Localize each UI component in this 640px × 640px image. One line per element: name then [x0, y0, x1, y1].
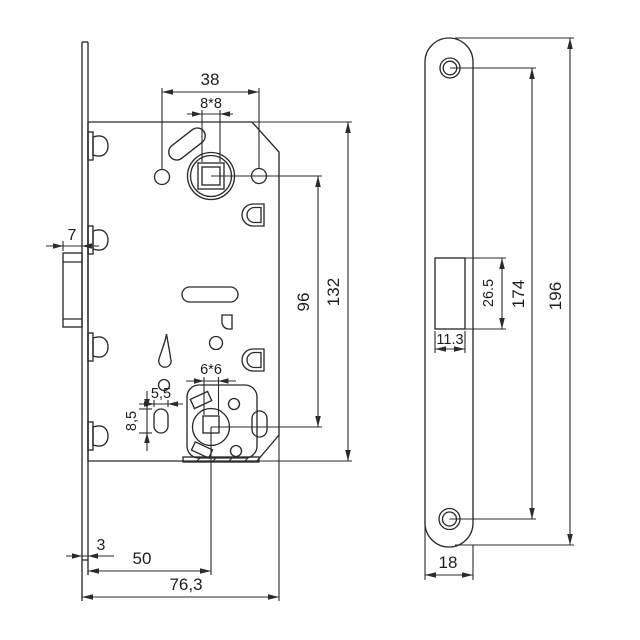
dim-label: 18 [439, 553, 458, 572]
faceplate-edge [81, 41, 89, 601]
dim-label: 132 [324, 278, 343, 306]
lock-body-view: 38 8*8 7 96 132 [46, 41, 352, 601]
arrowhead [144, 433, 150, 443]
dim-label: 174 [509, 280, 528, 308]
faceplate-view: 26.5 11.3 174 196 18 [424, 37, 574, 580]
arrowhead [192, 111, 202, 117]
escutcheon-hole-lower [229, 444, 243, 458]
rivet-dome [92, 135, 109, 157]
latch-bolt [62, 252, 83, 328]
hatch-tick [227, 456, 234, 463]
dim-cutout-width: 11.3 [434, 331, 466, 353]
rivet-base [87, 225, 94, 255]
dim-latch-protrusion: 7 [46, 227, 99, 251]
tilted-slot-outline [190, 441, 214, 459]
dim-label: 196 [546, 282, 565, 310]
dim-label: 8,5 [124, 411, 140, 431]
rivet-bump [87, 131, 109, 161]
dim-label: 7 [68, 227, 77, 244]
latch-bolt-outline [62, 252, 83, 328]
rivet-bump [87, 225, 109, 255]
dim-label: 76,3 [169, 575, 202, 594]
dim-cutout-height: 26.5 [465, 257, 506, 330]
dim-plate-length: 196 [455, 37, 574, 546]
dim-label: 6*6 [200, 362, 222, 378]
faceplate-outline [424, 37, 474, 548]
arrowhead [88, 553, 98, 559]
rivet-dome [92, 229, 109, 251]
escutcheon-plate [186, 384, 258, 459]
dim-spindle-square: 8*8 [187, 96, 233, 162]
rivet-dome [92, 425, 109, 447]
hatch-tick [195, 456, 202, 463]
dim-screw-spacing: 174 [449, 67, 536, 520]
arrowhead [168, 401, 178, 407]
d-guide-upper [241, 203, 265, 227]
rivet-base [87, 131, 94, 161]
faceplate-rivets [87, 131, 109, 451]
flag-cutout [221, 314, 233, 330]
arrowhead [194, 378, 204, 384]
screw-hole-right [250, 167, 268, 185]
d-guide-inner [246, 351, 262, 369]
hatch-tick [211, 456, 218, 463]
dim-label: 26.5 [481, 279, 497, 307]
dim-oval-height: 8,5 [124, 391, 152, 451]
escutcheon-hole-upper [227, 397, 241, 411]
oval-hole [153, 408, 169, 434]
small-hole-left [157, 378, 171, 392]
d-guide-outer [241, 203, 265, 227]
d-guide-lower [241, 348, 265, 372]
rivet-base [87, 332, 94, 362]
side-oval [251, 410, 268, 438]
dim-cylinder-square: 6*6 [186, 362, 236, 415]
dim-body-depth: 76,3 [82, 575, 279, 600]
kidney-slot-outline [168, 127, 206, 161]
tilted-slot-lower [190, 441, 214, 459]
dim-label: 38 [201, 70, 220, 89]
dim-backset: 50 [88, 549, 211, 574]
dim-plate-width: 18 [424, 521, 474, 580]
rivet-base [87, 421, 94, 451]
escutcheon-base-band [182, 456, 260, 463]
teardrop-slot [158, 333, 172, 368]
small-hole-center [208, 335, 224, 351]
dim-label: 11.3 [436, 332, 463, 348]
dim-hole-spacing: 38 [161, 70, 260, 169]
screw-hole-left [153, 168, 171, 186]
tilted-slot-upper [189, 390, 213, 410]
dim-label: 5,5 [151, 386, 171, 402]
tilted-slot-outline [189, 390, 213, 410]
dim-label: 96 [294, 293, 313, 312]
arrowhead [72, 553, 82, 559]
dim-spindle-to-cylinder: 96 [294, 176, 321, 427]
rivet-dome [92, 336, 109, 358]
dim-label: 3 [97, 537, 106, 554]
capsule-slot [181, 286, 239, 303]
arrowhead [53, 243, 63, 249]
d-guide-outer [241, 348, 265, 372]
rivet-bump [87, 421, 109, 451]
latch-cutout [434, 257, 466, 330]
cylinder-escutcheon [182, 384, 322, 575]
arrowhead [220, 111, 230, 117]
d-guide-inner [246, 206, 262, 224]
dim-plate-offset: 3 [66, 537, 114, 559]
dim-body-height: 132 [324, 122, 351, 461]
hatch-tick [243, 456, 250, 463]
lock-case-outline [87, 121, 280, 462]
arrowhead [144, 399, 150, 409]
dim-label: 8*8 [200, 96, 222, 112]
kidney-slot [168, 127, 206, 161]
rivet-bump [87, 332, 109, 362]
spindle-hub [186, 151, 322, 201]
arrowhead [218, 378, 229, 384]
dim-label: 50 [133, 549, 152, 568]
arrowhead [82, 243, 92, 249]
